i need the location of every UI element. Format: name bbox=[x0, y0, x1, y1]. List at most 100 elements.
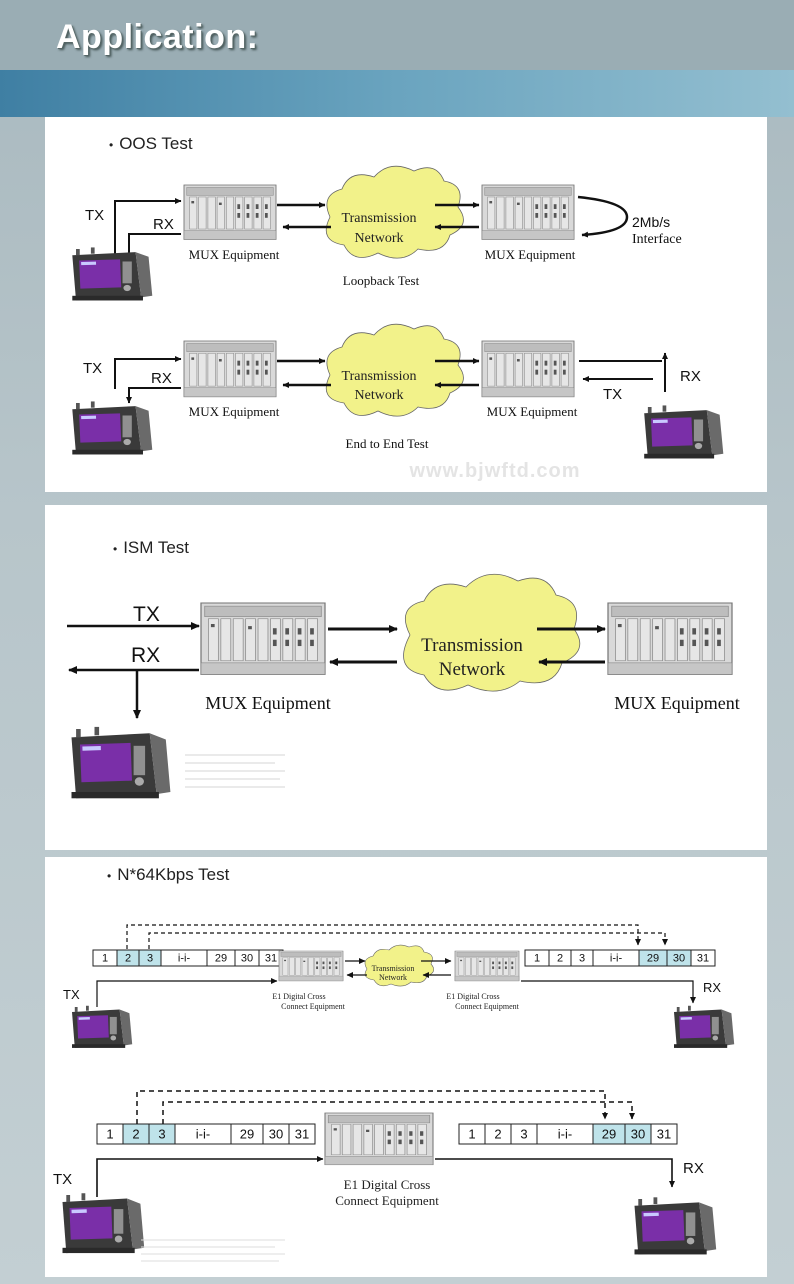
n64-heading-text: N*64Kbps Test bbox=[117, 865, 230, 884]
rx-label: RX bbox=[683, 1160, 704, 1177]
timeslot-label: 29 bbox=[240, 1126, 254, 1141]
timeslot-label: 3 bbox=[520, 1126, 527, 1141]
tx-arrow bbox=[114, 356, 182, 389]
dxc-label: E1 Digital Cross bbox=[344, 1177, 431, 1192]
dashed-arrow bbox=[162, 1101, 635, 1124]
oos-heading: •OOS Test bbox=[109, 134, 193, 153]
timeslot-label: 30 bbox=[673, 953, 685, 965]
reflection bbox=[141, 1239, 285, 1262]
timeslot-label: i-i- bbox=[558, 1126, 572, 1141]
timeslot-label: 29 bbox=[647, 953, 659, 965]
timeslot-label: 1 bbox=[534, 953, 540, 965]
loopback-arrow bbox=[577, 195, 629, 238]
dxc-label: Connect Equipment bbox=[455, 1002, 520, 1011]
network-label: Network bbox=[439, 659, 506, 680]
rx-label: RX bbox=[680, 368, 701, 385]
dxc-label: E1 Digital Cross bbox=[272, 992, 325, 1001]
mux-label: MUX Equipment bbox=[189, 247, 280, 262]
rx-label: RX bbox=[131, 644, 160, 667]
timeslot-label: 1 bbox=[102, 953, 108, 965]
rx-arrow bbox=[435, 1158, 675, 1188]
timeslot-frame: 1 2 3 i-i- 29 30 31 bbox=[458, 1123, 678, 1145]
tx-arrow bbox=[114, 198, 182, 257]
tx-arrow bbox=[96, 1156, 324, 1197]
timeslot-label: i-i- bbox=[196, 1126, 210, 1141]
tester-icon bbox=[62, 1193, 145, 1254]
mux-rack-icon bbox=[607, 602, 733, 676]
network-label: Network bbox=[355, 388, 404, 403]
network-label: Network bbox=[379, 973, 407, 982]
timeslot-label: 31 bbox=[697, 953, 709, 965]
timeslot-label: 29 bbox=[215, 953, 227, 965]
dxc-label: Connect Equipment bbox=[281, 1002, 346, 1011]
mux-rack-icon bbox=[183, 184, 277, 240]
timeslot-label: 3 bbox=[579, 953, 585, 965]
timeslot-cell bbox=[690, 949, 716, 967]
interface-label: Interface bbox=[632, 232, 682, 247]
dashed-arrow bbox=[126, 924, 641, 949]
cloud-icon bbox=[364, 944, 435, 987]
mux-rack-icon bbox=[200, 602, 326, 676]
timeslot-label: 3 bbox=[158, 1126, 165, 1141]
timeslot-label: 31 bbox=[657, 1126, 671, 1141]
mux-rack-icon bbox=[183, 340, 277, 398]
loopback-caption: Loopback Test bbox=[343, 273, 420, 288]
ism-heading-text: ISM Test bbox=[123, 538, 190, 557]
tx-label: TX bbox=[53, 1171, 72, 1188]
rx-arrow bbox=[126, 387, 181, 404]
tx-label: TX bbox=[63, 987, 80, 1002]
tester-icon bbox=[71, 726, 171, 799]
tx-arrow bbox=[96, 978, 278, 1007]
cloud-icon bbox=[325, 165, 464, 259]
timeslot-label: 1 bbox=[106, 1126, 113, 1141]
timeslot-label: 31 bbox=[265, 953, 277, 965]
mux-rack-icon bbox=[481, 184, 575, 240]
tx-label: TX bbox=[133, 603, 160, 626]
rx-label: RX bbox=[703, 980, 721, 995]
timeslot-label: 2 bbox=[494, 1126, 501, 1141]
timeslot-cell bbox=[650, 1123, 678, 1145]
timeslot-cell bbox=[288, 1123, 316, 1145]
mux-label: MUX Equipment bbox=[205, 693, 331, 713]
header bbox=[0, 0, 794, 70]
timeslot-label: 30 bbox=[631, 1126, 645, 1141]
interface-label: 2Mb/s bbox=[632, 214, 670, 230]
network-label: Transmission bbox=[421, 635, 523, 656]
watermark: www.bjwftd.com bbox=[408, 460, 580, 482]
dxc-label: Connect Equipment bbox=[335, 1193, 439, 1208]
timeslot-label: 30 bbox=[269, 1126, 283, 1141]
n64-heading: •N*64Kbps Test bbox=[107, 865, 230, 884]
tester-icon bbox=[72, 247, 153, 301]
timeslot-label: 30 bbox=[241, 953, 253, 965]
dashed-arrow bbox=[148, 932, 668, 949]
network-label: Network bbox=[355, 231, 404, 246]
rx-arrow bbox=[521, 980, 696, 1004]
timeslot-label: 29 bbox=[602, 1126, 616, 1141]
tx-label: TX bbox=[85, 207, 104, 224]
timeslot-label: 2 bbox=[125, 953, 131, 965]
tester-icon bbox=[674, 1005, 735, 1048]
end-to-end-caption: End to End Test bbox=[346, 436, 429, 451]
dxc-label: E1 Digital Cross bbox=[446, 992, 499, 1001]
mux-label: MUX Equipment bbox=[189, 404, 280, 419]
rx-label: RX bbox=[153, 216, 174, 233]
oos-heading-text: OOS Test bbox=[119, 134, 193, 153]
tester-icon bbox=[72, 401, 153, 455]
timeslot-label: 31 bbox=[295, 1126, 309, 1141]
network-label: Transmission bbox=[372, 964, 415, 973]
timeslot-label: 3 bbox=[147, 953, 153, 965]
ism-diagram: Transmission Network TX RX MUX Equipment… bbox=[67, 573, 740, 799]
dashed-arrow bbox=[136, 1090, 608, 1124]
dxc-icon bbox=[324, 1112, 434, 1166]
timeslot-label: 1 bbox=[468, 1126, 475, 1141]
dxc-icon bbox=[454, 950, 520, 982]
mux-rack-icon bbox=[481, 340, 575, 398]
reflection bbox=[185, 754, 285, 788]
oos-panel: •OOS Test Transmission Network TX RX MUX… bbox=[45, 117, 767, 492]
ism-panel: •ISM Test Transmission Network TX RX MUX… bbox=[45, 505, 767, 850]
rx-label: RX bbox=[151, 370, 172, 387]
